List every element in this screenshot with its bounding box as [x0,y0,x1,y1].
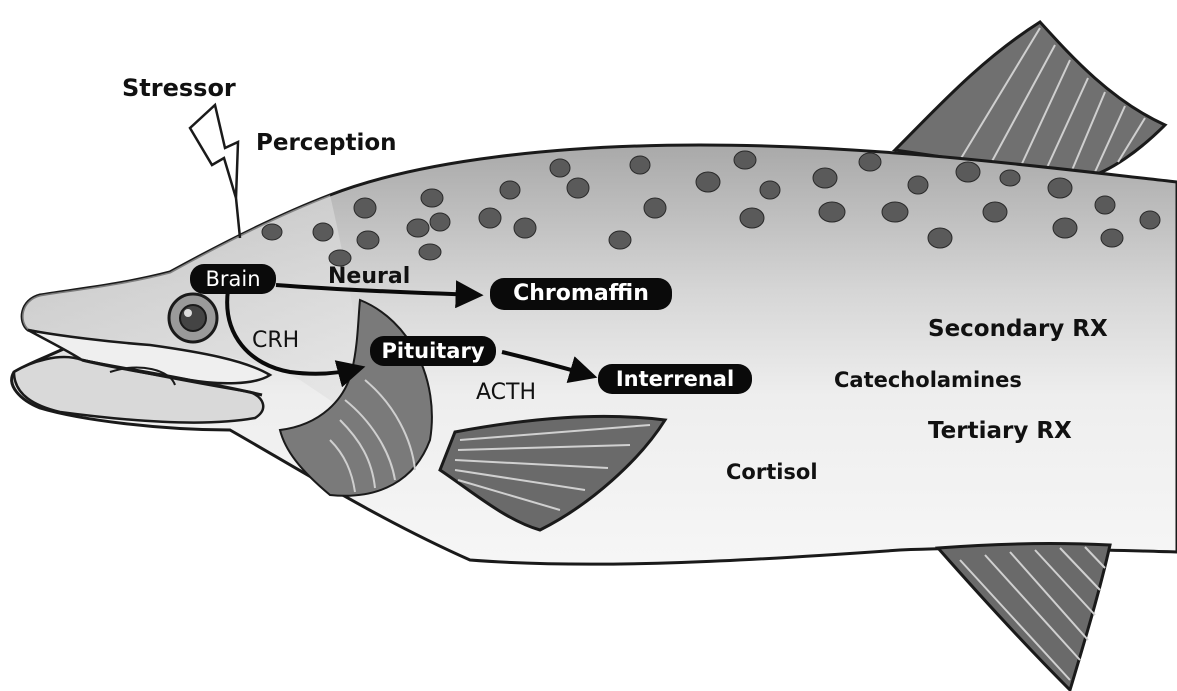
crh-label: CRH [252,330,299,352]
neural-label: Neural [328,266,410,288]
eye-inner [180,305,206,331]
catecholamines-label: Catecholamines [834,370,1022,391]
perception-line [236,198,240,238]
lightning-bolt-icon [190,105,238,198]
eye-highlight [184,309,192,317]
secondary-rx-label: Secondary RX [928,318,1108,341]
tertiary-rx-label: Tertiary RX [928,420,1072,443]
chromaffin-node: Chromaffin [490,278,672,310]
acth-label: ACTH [476,382,536,404]
brain-node: Brain [190,264,276,294]
perception-label: Perception [256,132,397,155]
cortisol-label: Cortisol [726,462,818,483]
pituitary-node: Pituitary [370,336,496,366]
interrenal-node: Interrenal [598,364,752,394]
stressor-label: Stressor [122,76,236,100]
